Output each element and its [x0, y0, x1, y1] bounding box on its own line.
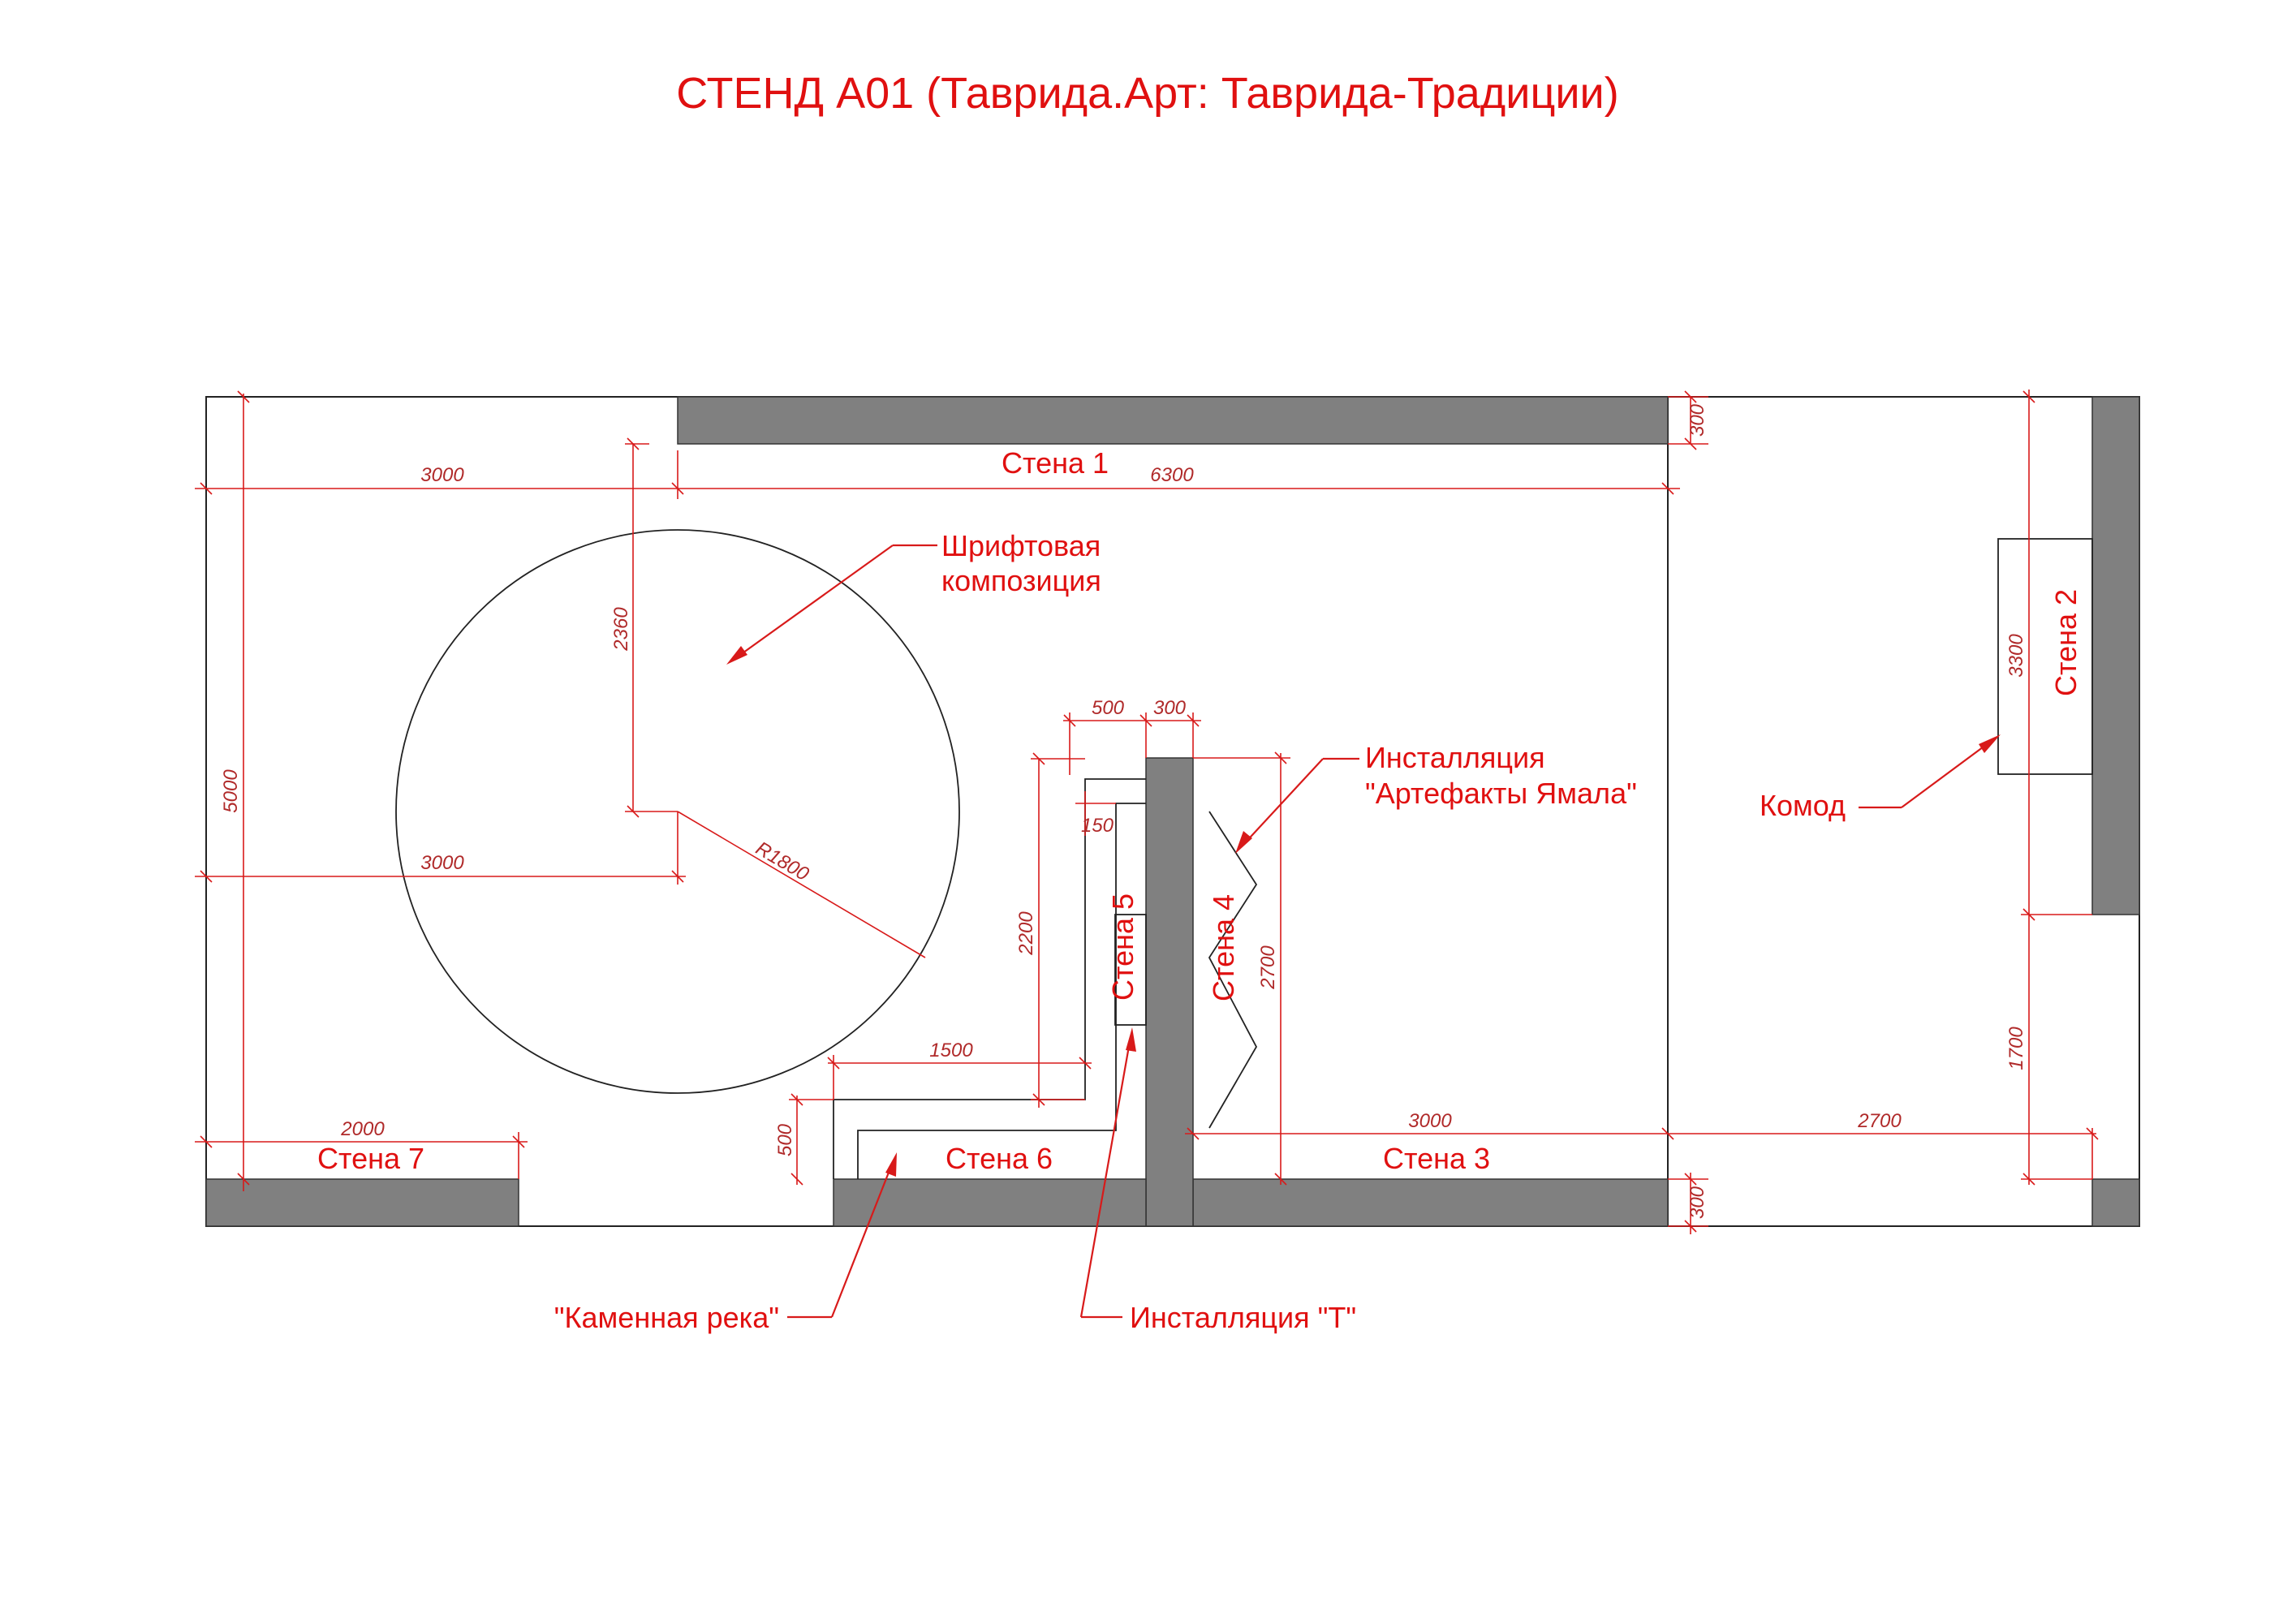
callout-stone-river: "Каменная река" — [554, 1301, 779, 1334]
dim-text-radius: R1800 — [752, 837, 812, 885]
callout-yamal-1: Инсталляция — [1365, 741, 1545, 774]
callout-installation-t: Инсталляция "Т" — [1130, 1301, 1356, 1334]
dim-tick — [2086, 1127, 2099, 1140]
dim-tick — [827, 1057, 840, 1070]
dim-text-2200: 2200 — [1015, 911, 1037, 956]
leader-installation-t — [1079, 1036, 1132, 1318]
wall-4-5 — [1145, 757, 1194, 1227]
wall-7 — [205, 1178, 519, 1227]
dim-text-2000: 2000 — [340, 1118, 385, 1140]
wall-3 — [1192, 1178, 1669, 1227]
callout-font-composition-2: композиция — [941, 564, 1101, 597]
arrow-font-composition — [726, 646, 747, 665]
dim-tick — [2022, 390, 2035, 403]
dim-tick — [671, 870, 684, 883]
arrow-commode — [1979, 734, 2001, 753]
wall-4-label: Стена 4 — [1207, 894, 1240, 1001]
dim-tick — [671, 482, 684, 495]
yamal-zigzag — [1208, 811, 1258, 1129]
dim-text-300-bottom: 300 — [1686, 1186, 1708, 1219]
wall-2-stub — [2091, 1178, 2140, 1227]
callout-yamal-2: "Артефакты Ямала" — [1365, 777, 1637, 810]
dim-text-1500: 1500 — [929, 1040, 973, 1061]
callout-font-composition-1: Шрифтовая — [941, 529, 1101, 562]
dim-tick — [627, 805, 640, 818]
dim-text-500-top: 500 — [1092, 697, 1125, 719]
stone-river-inner — [857, 803, 1146, 1179]
dim-tick — [1661, 482, 1674, 495]
dim-text-2700-bottom: 2700 — [1857, 1110, 1902, 1132]
dim-tick — [512, 1135, 525, 1148]
dim-tick — [1274, 751, 1287, 764]
dim-tick — [1032, 1093, 1045, 1106]
dim-tick — [200, 482, 213, 495]
arrow-stone-river — [885, 1152, 897, 1177]
dim-tick — [627, 437, 640, 450]
dim-tick — [237, 390, 250, 403]
dim-tick — [1032, 752, 1045, 765]
dim-tick — [237, 1173, 250, 1186]
dim-tick — [1079, 1057, 1092, 1070]
dim-text-3000-bottom: 3000 — [1408, 1110, 1452, 1132]
dim-tick — [2022, 1173, 2035, 1186]
wall-2-label: Стена 2 — [2049, 589, 2083, 696]
arrow-yamal — [1235, 831, 1252, 854]
dim-text-500-left: 500 — [774, 1123, 796, 1156]
dim-text-3300: 3300 — [2005, 634, 2027, 678]
dim-text-300-top: 300 — [1686, 403, 1708, 437]
dim-tick — [1274, 1173, 1287, 1186]
arrow-installation-t — [1126, 1027, 1136, 1052]
leader-commode — [1901, 739, 1993, 808]
dim-tick — [1187, 1127, 1200, 1140]
wall-2 — [2091, 396, 2140, 915]
wall-7-label: Стена 7 — [317, 1142, 424, 1175]
dim-tick — [790, 1173, 803, 1186]
dim-text-2700-v: 2700 — [1257, 945, 1279, 990]
dim-tick — [1063, 714, 1076, 727]
font-composition-circle — [395, 529, 960, 1094]
dim-tick — [200, 1135, 213, 1148]
dim-text-5000: 5000 — [220, 769, 242, 813]
dim-tick — [1684, 1173, 1697, 1186]
leader-font-composition — [734, 545, 894, 660]
wall-1 — [677, 396, 1669, 445]
wall-6 — [833, 1178, 1147, 1227]
dim-tick — [1187, 714, 1200, 727]
dim-tick — [1684, 437, 1697, 450]
dim-text-2360: 2360 — [610, 607, 632, 652]
dim-text-3000-top: 3000 — [420, 464, 464, 486]
dim-text-6300: 6300 — [1150, 464, 1194, 486]
page-title: СТЕНД А01 (Таврида.Арт: Таврида-Традиции… — [676, 69, 1618, 118]
dim-tick — [2022, 908, 2035, 921]
installation-t-box — [1114, 914, 1147, 1026]
dim-text-1700: 1700 — [2005, 1027, 2027, 1070]
dim-tick — [1661, 1127, 1674, 1140]
dim-tick — [1684, 1220, 1697, 1233]
dim-text-3000-mid: 3000 — [420, 852, 464, 874]
wall-6-label: Стена 6 — [946, 1142, 1053, 1175]
dim-tick — [1684, 390, 1697, 403]
callout-commode: Комод — [1760, 789, 1846, 822]
dim-text-300-mid: 300 — [1153, 697, 1187, 719]
leader-yamal — [1241, 758, 1324, 847]
leader-stone-river — [830, 1161, 894, 1318]
dim-text-150: 150 — [1081, 815, 1114, 837]
dim-tick — [1139, 714, 1152, 727]
commode-box — [1997, 538, 2093, 775]
dim-tick — [790, 1093, 803, 1106]
wall-3-label: Стена 3 — [1383, 1142, 1490, 1175]
wall-1-label: Стена 1 — [1002, 446, 1109, 480]
stone-river-outer — [833, 778, 1146, 1179]
dim-line-radius — [677, 811, 926, 958]
dim-tick — [200, 870, 213, 883]
wall-5-label: Стена 5 — [1106, 893, 1139, 1001]
